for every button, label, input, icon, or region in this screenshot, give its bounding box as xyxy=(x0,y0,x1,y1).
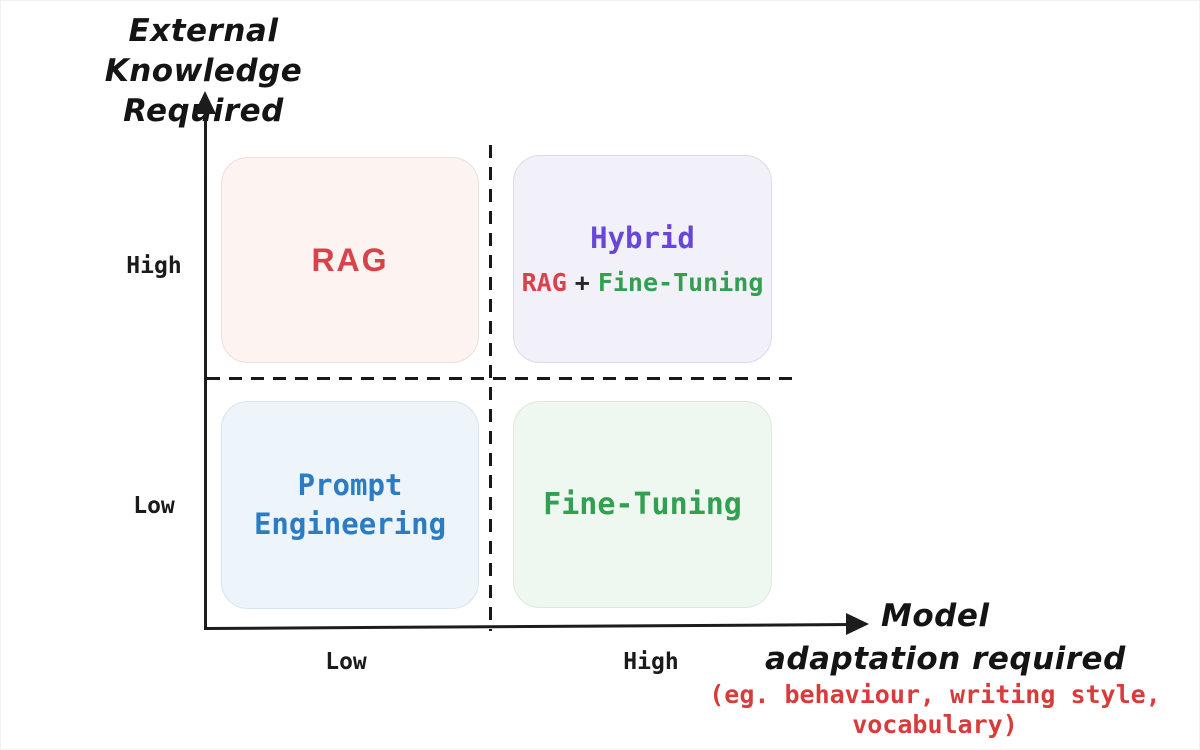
x-axis-arrowhead-icon xyxy=(846,613,869,635)
quadrant-rag: RAG xyxy=(221,157,479,363)
hybrid-subtitle-plus: + xyxy=(574,268,590,297)
y-axis-title-line1: External Knowledge xyxy=(104,13,303,89)
y-axis-title: External Knowledge Required xyxy=(26,11,381,131)
quadrant-fine-tuning: Fine-Tuning xyxy=(513,401,772,608)
hybrid-subtitle-rag: RAG xyxy=(521,268,567,297)
horizontal-divider-dashed-line xyxy=(207,377,793,380)
quadrant-prompt-engineering-label: Prompt Engineering xyxy=(254,466,446,544)
x-axis-title-line1: Model xyxy=(881,598,990,634)
x-axis-annotation-line2: vocabulary) xyxy=(852,710,1018,739)
y-axis-arrowhead-icon xyxy=(194,91,216,114)
prompt-engineering-line2: Engineering xyxy=(253,507,447,541)
quadrant-rag-label: RAG xyxy=(311,241,389,278)
x-axis-annotation-line1: (eg. behaviour, writing style, xyxy=(709,680,1161,709)
vertical-divider-dashed-line xyxy=(489,145,492,631)
y-axis-line xyxy=(204,109,207,630)
quadrant-hybrid: Hybrid RAG+Fine-Tuning xyxy=(513,155,772,363)
x-tick-low: Low xyxy=(325,649,367,675)
x-axis-annotation: (eg. behaviour, writing style, vocabular… xyxy=(699,680,1171,740)
quadrant-hybrid-label: Hybrid xyxy=(590,221,695,255)
prompt-engineering-line1: Prompt xyxy=(297,468,403,502)
y-tick-high: High xyxy=(126,253,182,279)
y-tick-low: Low xyxy=(133,493,175,519)
hybrid-subtitle-finetuning: Fine-Tuning xyxy=(597,268,764,297)
quadrant-fine-tuning-label: Fine-Tuning xyxy=(543,487,742,522)
quadrant-prompt-engineering: Prompt Engineering xyxy=(221,401,479,609)
quadrant-hybrid-subtitle: RAG+Fine-Tuning xyxy=(522,268,764,297)
x-axis-line xyxy=(204,623,853,630)
x-axis-title-line2: adaptation required xyxy=(765,641,1126,677)
x-tick-high: High xyxy=(623,649,679,675)
